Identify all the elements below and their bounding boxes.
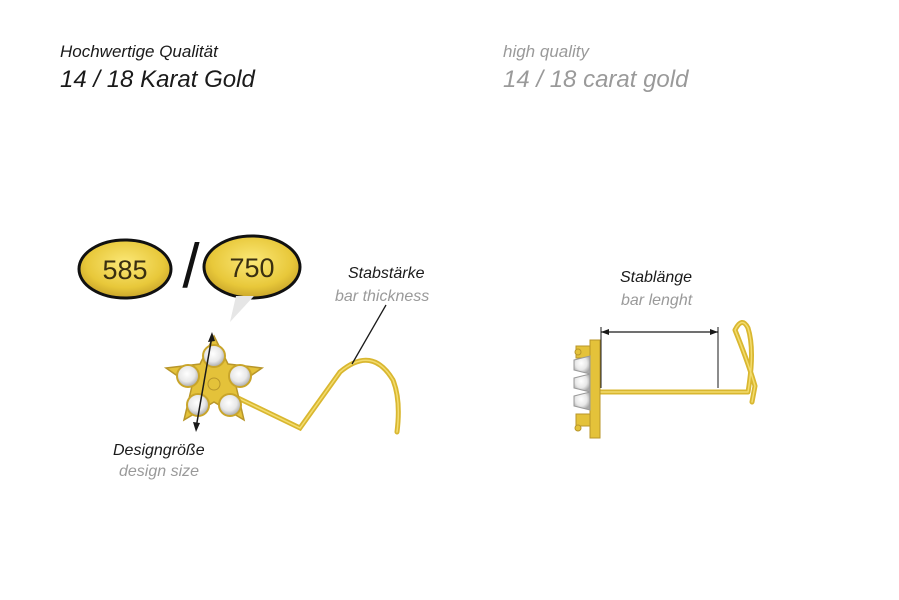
bar-thickness-label-en: bar thickness <box>335 288 429 305</box>
design-size-arrow <box>195 335 213 429</box>
badge-pointer <box>230 296 254 322</box>
flower-nose-stud <box>163 334 401 435</box>
badge-750: 750 <box>202 234 302 300</box>
bar-length-label-en: bar lenght <box>621 292 693 309</box>
bar-length-label-de: Stablänge <box>620 269 692 286</box>
badge-585: 585 <box>77 238 173 300</box>
badge-585-label: 585 <box>102 255 147 285</box>
side-view-nose-stud <box>573 320 758 439</box>
badge-separator: / <box>182 232 200 301</box>
header-en-gold: 14 / 18 carat gold <box>503 66 689 93</box>
header-en-quality: high quality <box>503 42 590 61</box>
header-de-gold: 14 / 18 Karat Gold <box>60 66 255 93</box>
bar-length-measure <box>600 327 719 388</box>
header-de-quality: Hochwertige Qualität <box>60 42 218 61</box>
bar-thickness-label-de: Stabstärke <box>348 265 425 282</box>
design-size-label-en: design size <box>119 463 199 480</box>
bar-thickness-pointer <box>351 304 387 365</box>
badge-750-label: 750 <box>229 253 274 283</box>
design-size-label-de: Designgröße <box>113 442 205 459</box>
